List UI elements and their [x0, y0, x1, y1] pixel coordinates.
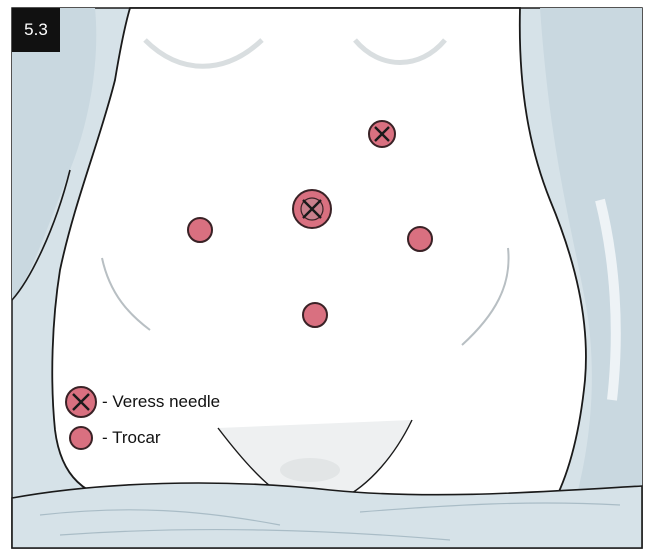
pubic-shading — [280, 458, 340, 482]
legend-veress-icon — [66, 387, 96, 417]
legend-veress-label: - Veress needle — [102, 392, 220, 412]
umbilical-port — [293, 190, 331, 228]
trocar-left — [188, 218, 212, 242]
legend-trocar-icon — [70, 427, 92, 449]
legend-trocar-label: - Trocar — [102, 428, 161, 448]
trocar-lower — [303, 303, 327, 327]
trocar-right — [408, 227, 432, 251]
figure-number: 5.3 — [12, 8, 60, 52]
drape-bottom — [12, 483, 642, 548]
veress-port-upper-right — [369, 121, 395, 147]
